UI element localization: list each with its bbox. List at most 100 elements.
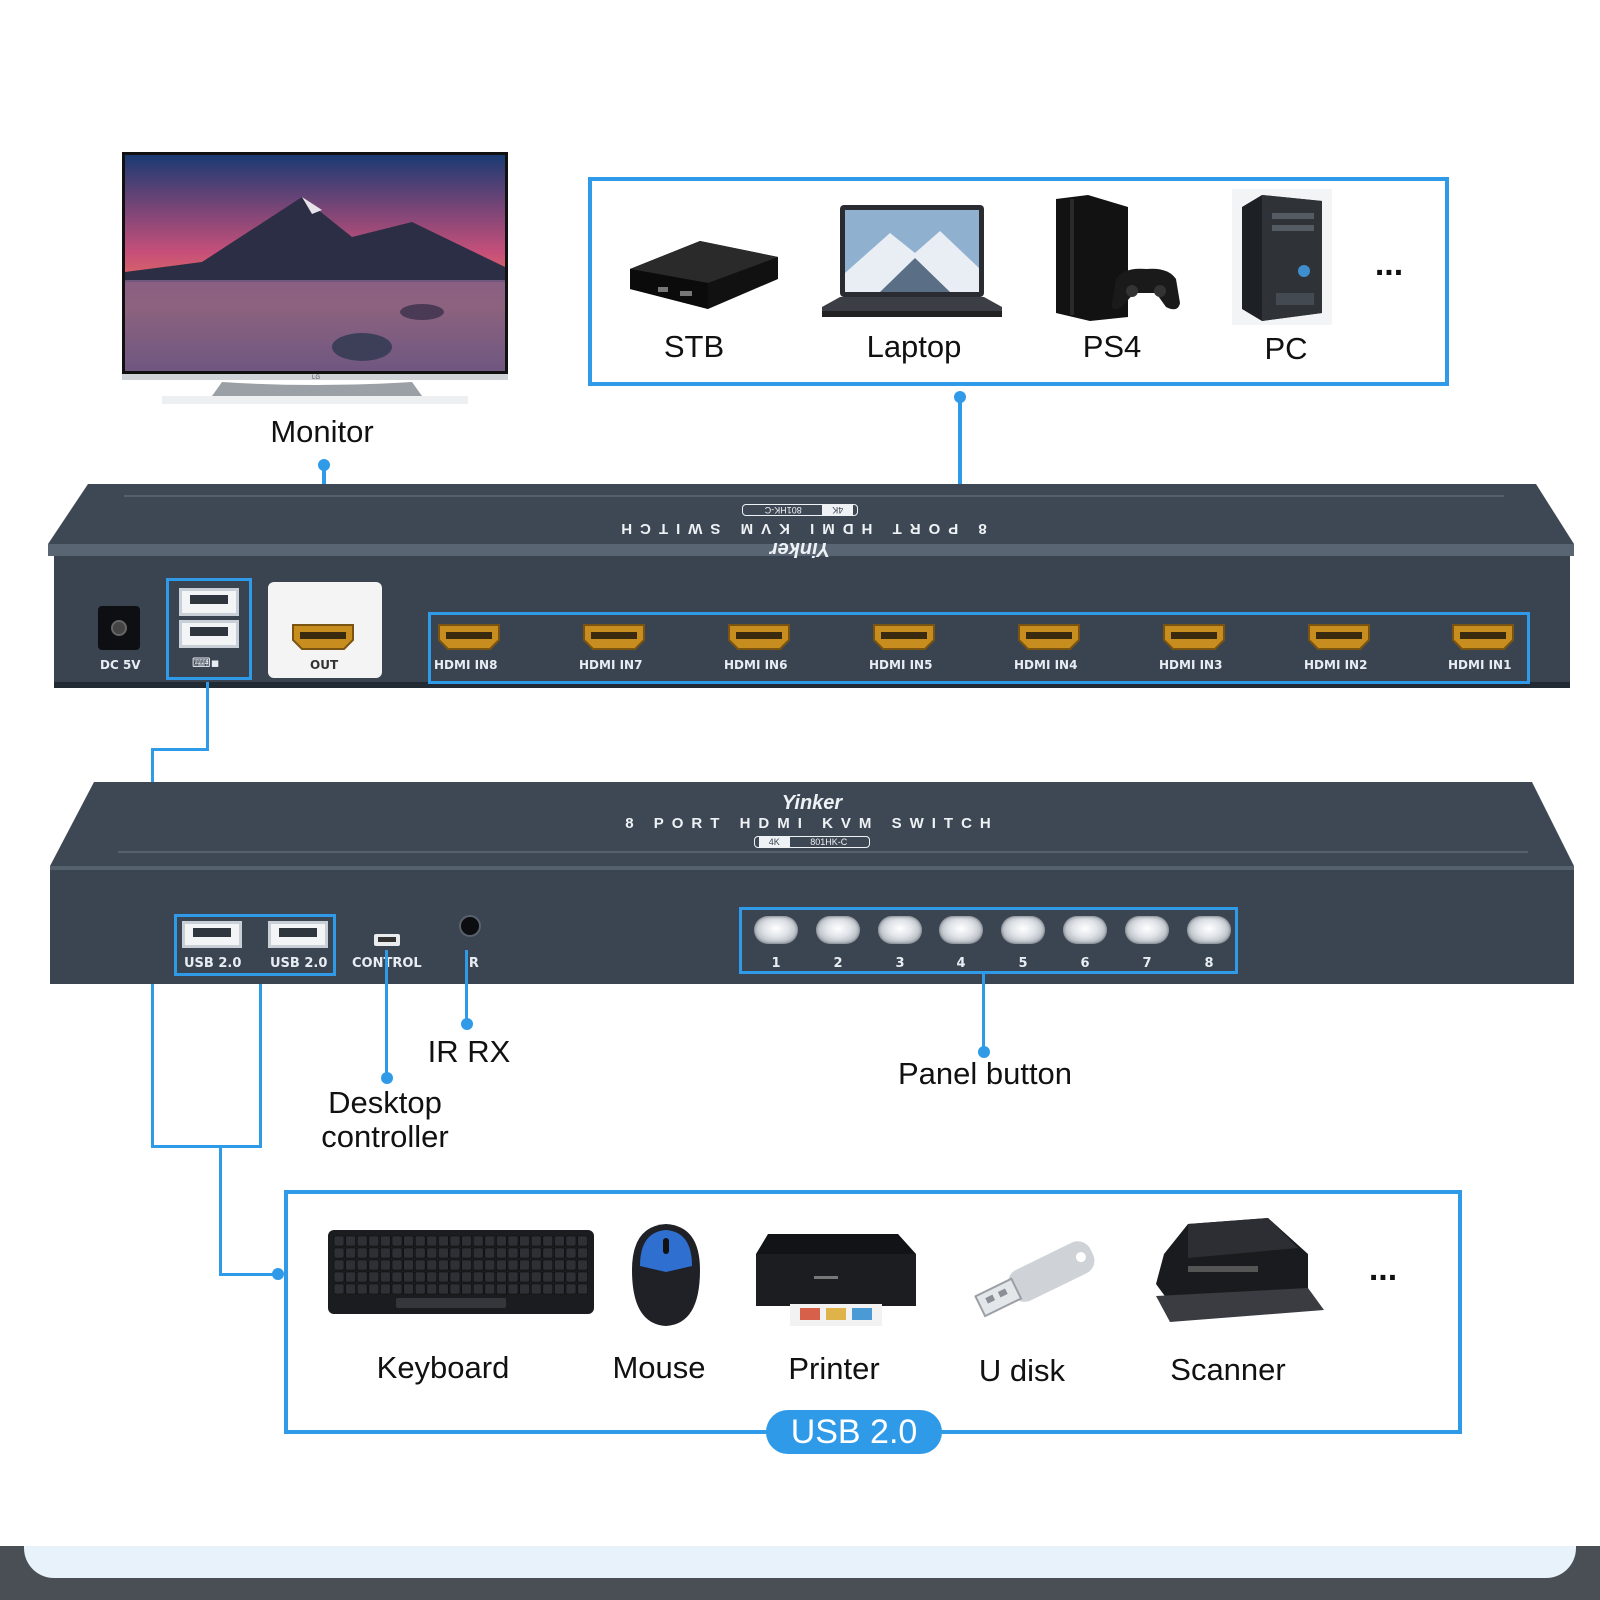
usb-badge: USB 2.0 xyxy=(766,1410,942,1454)
panel-button-wire xyxy=(982,974,985,1048)
hdmi-input-label: HDMI IN7 xyxy=(579,658,643,672)
ir-receiver xyxy=(459,915,481,937)
ir-connector-dot xyxy=(461,1018,473,1030)
desktop-controller-line-2: controller xyxy=(321,1119,449,1154)
rear-model: 801HK-C xyxy=(764,505,802,515)
source-label-ps4: PS4 xyxy=(1082,329,1142,364)
hdmi-input-label: HDMI IN4 xyxy=(1014,658,1078,672)
panel-button-number: 8 xyxy=(1204,956,1214,971)
desktop-controller-line-1: Desktop xyxy=(328,1085,442,1120)
hdmi-input-port-icon xyxy=(1163,624,1225,650)
dc-power-jack xyxy=(98,606,140,650)
sources-more: ... xyxy=(1374,245,1404,283)
usb-wire-horizontal xyxy=(219,1273,277,1276)
front-model: 801HK-C xyxy=(810,837,848,847)
hdmi-input-port-icon xyxy=(1018,624,1080,650)
peripheral-label-keyboard: Keyboard xyxy=(376,1350,510,1385)
rear-badge: 4K xyxy=(822,505,854,515)
front-usb-wire-down xyxy=(259,975,262,1148)
panel-button-8[interactable] xyxy=(1187,916,1231,944)
hdmi-input-port-icon xyxy=(873,624,935,650)
hdmi-input-label: HDMI IN8 xyxy=(434,658,498,672)
front-usb-port-2 xyxy=(268,921,328,948)
lg-logo: LG xyxy=(312,375,320,381)
source-label-laptop: Laptop xyxy=(866,329,962,364)
panel-button-7[interactable] xyxy=(1125,916,1169,944)
printer-icon xyxy=(756,1234,916,1326)
front-usb-port-1 xyxy=(182,921,242,948)
panel-button-1[interactable] xyxy=(754,916,798,944)
hdmi-input-port-icon xyxy=(1308,624,1370,650)
usb-wire-join xyxy=(151,1145,261,1148)
peripherals-connector-dot xyxy=(272,1268,284,1280)
set-top-box-icon xyxy=(630,241,778,309)
peripherals-more: ... xyxy=(1368,1250,1398,1288)
panel-button-2[interactable] xyxy=(816,916,860,944)
desktop-tower-icon xyxy=(1232,189,1332,325)
hdmi-out-port-icon xyxy=(292,624,354,650)
game-console-icon xyxy=(1056,195,1180,321)
hdmi-input-label: HDMI IN1 xyxy=(1448,658,1512,672)
panel-button-number: 6 xyxy=(1080,956,1090,971)
panel-button-connector-dot xyxy=(978,1046,990,1058)
front-title: 8 PORT HDMI KVM SWITCH xyxy=(625,815,999,832)
rear-title: 8 PORT HDMI KVM SWITCH xyxy=(613,520,987,537)
peripheral-label-printer: Printer xyxy=(788,1351,880,1386)
hdmi-input-port-icon xyxy=(1452,624,1514,650)
hdmi-input-port-icon xyxy=(438,624,500,650)
ir-wire xyxy=(465,950,468,1020)
front-usb-label-2: USB 2.0 xyxy=(270,956,328,971)
rear-usb-wire-left xyxy=(151,748,209,751)
panel-button-number: 5 xyxy=(1018,956,1028,971)
mouse-icon xyxy=(632,1224,700,1326)
panel-button-number: 4 xyxy=(956,956,966,971)
hdmi-input-label: HDMI IN5 xyxy=(869,658,933,672)
panel-button-number: 2 xyxy=(833,956,843,971)
hdmi-input-port-icon xyxy=(583,624,645,650)
rear-usb-highlight xyxy=(166,578,252,680)
control-wire xyxy=(385,950,388,1074)
desktop-controller-label: Desktop controller xyxy=(300,1086,470,1154)
source-label-pc: PC xyxy=(1264,331,1308,366)
peripherals-box: Keyboard Mouse Printer U disk Scanner ..… xyxy=(284,1190,1462,1434)
panel-button-6[interactable] xyxy=(1063,916,1107,944)
peripheral-label-scanner: Scanner xyxy=(1170,1352,1286,1387)
front-badge: 4K xyxy=(758,837,790,847)
panel-button-4[interactable] xyxy=(939,916,983,944)
scanner-icon xyxy=(1156,1218,1324,1322)
ir-rx-label: IR RX xyxy=(427,1034,511,1069)
monitor-icon: LG xyxy=(122,152,508,404)
hdmi-input-label: HDMI IN3 xyxy=(1159,658,1223,672)
mini-usb-control-port xyxy=(374,934,400,946)
monitor-label: Monitor xyxy=(270,414,374,449)
dc-label: DC 5V xyxy=(100,658,141,672)
hdmi-input-port-icon xyxy=(728,624,790,650)
front-usb-highlight xyxy=(174,914,336,976)
rear-usb-port-top xyxy=(179,588,239,616)
panel-button-label: Panel button xyxy=(897,1056,1073,1091)
front-usb-label-1: USB 2.0 xyxy=(184,956,242,971)
hdmi-inputs-highlight xyxy=(428,612,1530,684)
hdmi-input-label: HDMI IN2 xyxy=(1304,658,1368,672)
keyboard-mouse-glyph-icon: ⌨▪ xyxy=(192,656,220,671)
panel-button-number: 1 xyxy=(771,956,781,971)
front-brand: Yinker xyxy=(781,792,843,814)
hdmi-input-label: HDMI IN6 xyxy=(724,658,788,672)
control-connector-dot xyxy=(381,1072,393,1084)
panel-button-3[interactable] xyxy=(878,916,922,944)
panel-button-number: 3 xyxy=(895,956,905,971)
panel-buttons-highlight xyxy=(739,907,1238,974)
sources-box: STB Laptop PS4 PC ... xyxy=(588,177,1449,386)
keyboard-icon xyxy=(328,1230,594,1314)
rear-usb-port-bottom xyxy=(179,620,239,648)
source-label-stb: STB xyxy=(663,329,725,364)
panel-button-5[interactable] xyxy=(1001,916,1045,944)
out-label: OUT xyxy=(310,658,339,672)
peripheral-label-udisk: U disk xyxy=(978,1353,1066,1388)
laptop-icon xyxy=(822,205,1002,317)
peripheral-label-mouse: Mouse xyxy=(612,1350,706,1385)
panel-button-number: 7 xyxy=(1142,956,1152,971)
front-device-text: Yinker 8 PORT HDMI KVM SWITCH 4K 801HK-C xyxy=(572,792,1052,850)
usb-flash-drive-icon xyxy=(974,1241,1095,1318)
rear-device-text: Yinker 8 PORT HDMI KVM SWITCH 4K 801HK-C xyxy=(560,502,1040,560)
